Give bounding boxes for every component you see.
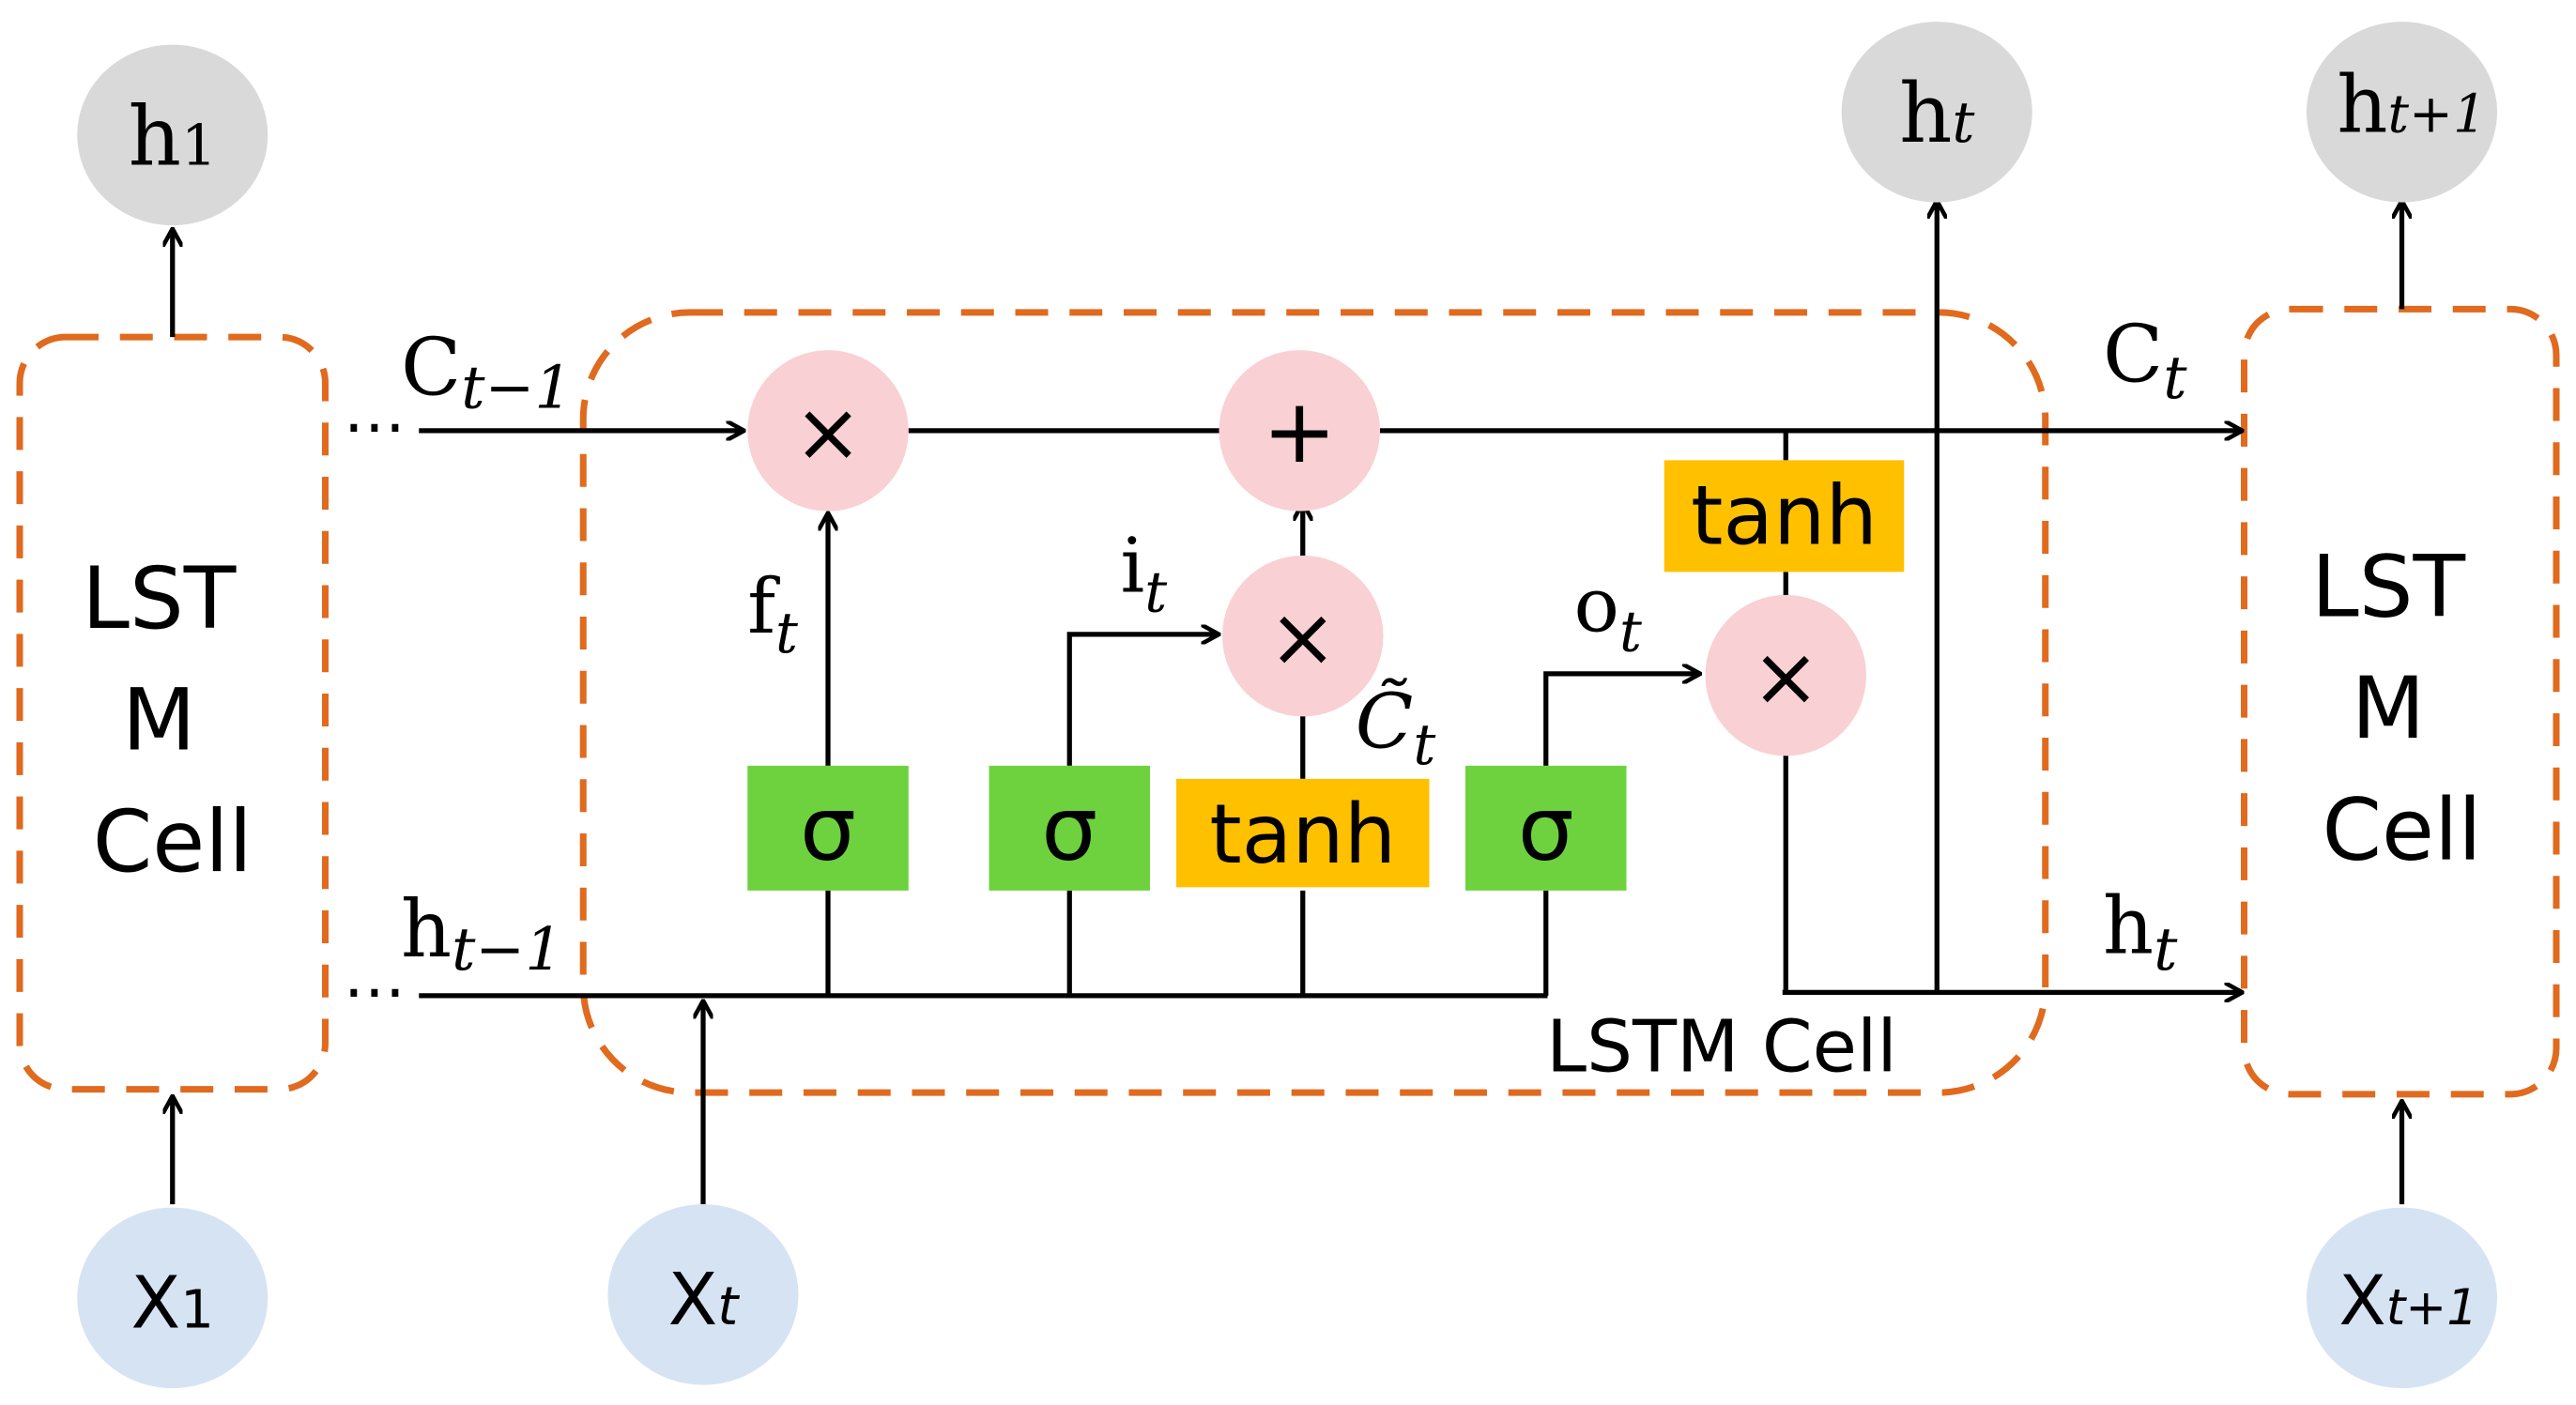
svg-text:+: +: [1263, 380, 1337, 483]
svg-text:×: ×: [793, 384, 862, 480]
left-lstm-cell-border: [16, 333, 329, 1093]
node-x1: X1: [77, 1207, 268, 1389]
label-i-t: it: [1121, 521, 1168, 625]
node-ht: ht: [1841, 22, 2032, 203]
left-cell-label: LST M Cell: [82, 550, 263, 892]
node-xt1: Xt+1: [2307, 1207, 2497, 1389]
label-f-t: ft: [747, 562, 798, 666]
candidate-tanh-box: tanh: [1176, 778, 1430, 888]
svg-text:tanh: tanh: [1691, 468, 1878, 564]
cell-add-node: +: [1219, 350, 1380, 512]
output-multiply-node: ×: [1705, 594, 1866, 756]
output-gate-sigma: σ: [1465, 765, 1627, 891]
input-multiply-node: ×: [1222, 555, 1384, 717]
svg-text:σ: σ: [1041, 778, 1097, 881]
svg-text:X1: X1: [131, 1261, 214, 1345]
node-h1: h1: [77, 44, 268, 226]
label-o-t: ot: [1574, 560, 1642, 664]
forget-multiply-node: ×: [747, 350, 909, 512]
label-c-prev: Ct−1: [401, 321, 572, 421]
svg-text:tanh: tanh: [1209, 786, 1396, 882]
svg-text:h1: h1: [129, 88, 217, 184]
svg-text:ht+1: ht+1: [2337, 58, 2486, 150]
center-lstm-cell-border: [579, 309, 2049, 1096]
hidden-state-ellipsis: ⋯: [344, 954, 406, 1027]
right-cell-label: LST M Cell: [2311, 539, 2492, 880]
svg-text:Xt+1: Xt+1: [2338, 1261, 2477, 1341]
center-cell-label: LSTM Cell: [1546, 1005, 1897, 1089]
svg-text:σ: σ: [1518, 778, 1574, 881]
label-h-t-out: ht: [2103, 879, 2178, 984]
forget-gate-sigma: σ: [747, 765, 909, 891]
svg-text:Xt: Xt: [668, 1259, 741, 1342]
svg-text:σ: σ: [800, 778, 856, 881]
input-gate-sigma: σ: [989, 765, 1150, 891]
cell-state-ellipsis: ⋯: [344, 389, 406, 462]
svg-text:ht: ht: [1899, 66, 1974, 161]
label-h-prev: ht−1: [401, 883, 562, 984]
node-ht1: ht+1: [2307, 22, 2497, 203]
svg-text:×: ×: [1752, 629, 1820, 725]
node-xt: Xt: [607, 1204, 799, 1385]
cell-tanh-box: tanh: [1664, 460, 1905, 573]
label-c-tilde: C̃t: [1356, 678, 1436, 779]
svg-text:×: ×: [1268, 589, 1337, 685]
label-c-t: Ct: [2103, 308, 2187, 412]
